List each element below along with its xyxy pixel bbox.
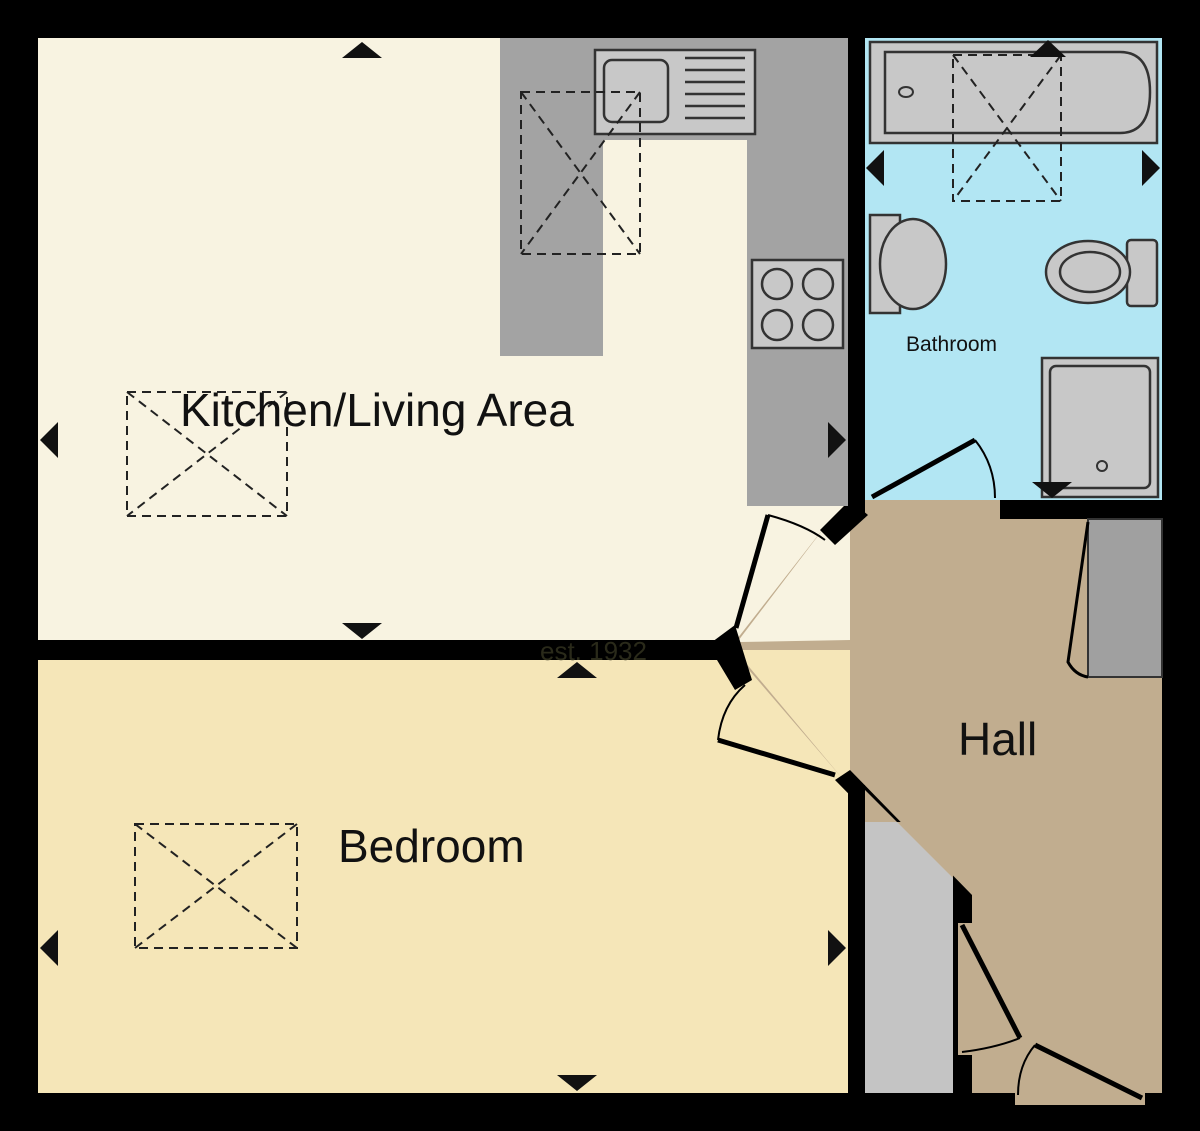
sink [593,48,757,136]
skylight-counter [520,91,641,255]
closet [865,822,953,1093]
cupboard-door[interactable] [1066,521,1090,679]
kitchen-door[interactable] [733,514,826,629]
wall-stub [952,1055,972,1095]
wall-kitchen-bathroom [848,38,865,518]
hob [750,258,845,350]
wall-stub [952,895,972,923]
bathtub [868,40,1159,145]
kitchen-label: Kitchen/Living Area [180,384,574,436]
entrance-door[interactable] [1017,1042,1144,1101]
skylight-bathroom [952,54,1062,202]
shower-tray [1040,356,1160,499]
hall-cupboard [1087,518,1163,678]
bedroom [38,658,850,1093]
bedroom-door[interactable] [717,684,836,778]
skylight-bedroom [134,823,298,949]
wall-kitchen-bedroom [38,640,728,660]
wall-stub [1145,1093,1162,1131]
basin [868,213,948,315]
watermark: est. 1932 [540,636,647,666]
wall-bathroom-hall [1000,500,1162,519]
toilet [1044,238,1159,308]
wall-corner [820,500,868,545]
bedroom-doorway [735,650,850,790]
skylight-kitchen [126,391,288,517]
bathroom-label: Bathroom [906,333,997,356]
hall-label: Hall [958,713,1037,765]
hall-fill [865,790,953,878]
wall-corner [708,625,752,690]
wall-bedroom-closet [848,785,865,1093]
kitchen-doorway [735,505,850,645]
bathroom-door[interactable] [870,437,996,500]
bedroom-label: Bedroom [338,820,525,872]
closet-door[interactable] [959,923,1023,1053]
dimension-markers [40,40,1160,1091]
